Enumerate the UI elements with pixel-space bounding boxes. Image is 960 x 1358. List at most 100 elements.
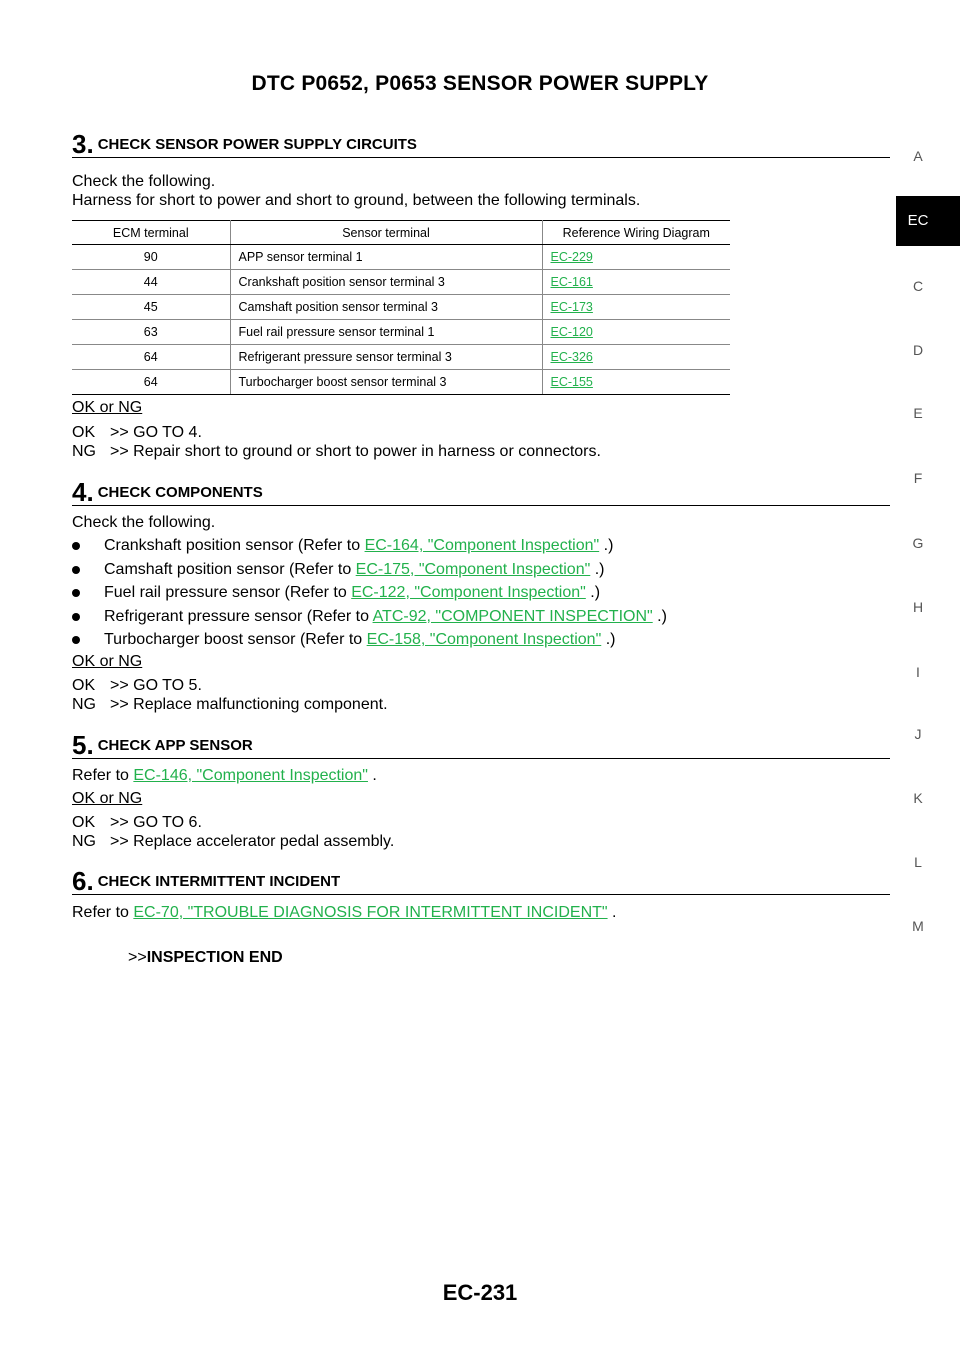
- wiring-diagram-link[interactable]: EC-161: [550, 275, 593, 289]
- ecm-terminal-cell: 63: [72, 319, 231, 345]
- inspection-link[interactable]: EC-164, "Component Inspection": [364, 537, 600, 554]
- ecm-terminal-cell: 64: [72, 369, 231, 395]
- bullet-icon: [72, 636, 80, 644]
- column-header: ECM terminal: [72, 220, 231, 245]
- index-letter-k[interactable]: K: [913, 790, 923, 806]
- terminal-table: ECM terminal Sensor terminal Reference W…: [72, 220, 730, 395]
- step-3-heading: 3. CHECK SENSOR POWER SUPPLY CIRCUITS: [72, 128, 890, 158]
- ng-action: >> Replace accelerator pedal assembly.: [110, 833, 395, 850]
- ecm-terminal-cell: 64: [72, 344, 231, 370]
- table-row: 90 APP sensor terminal 1 EC-229: [72, 244, 730, 270]
- ok-result: OK >> GO TO 4.: [72, 423, 202, 443]
- step-number: 4.: [72, 477, 94, 507]
- sensor-terminal-cell: Camshaft position sensor terminal 3: [230, 294, 543, 320]
- index-letter-i[interactable]: I: [916, 664, 920, 680]
- ecm-terminal-cell: 44: [72, 269, 231, 295]
- table-row: 64 Turbocharger boost sensor terminal 3 …: [72, 369, 730, 395]
- sensor-terminal-cell: APP sensor terminal 1: [230, 244, 543, 270]
- ok-action: >> GO TO 5.: [110, 677, 202, 694]
- inspection-end: >>INSPECTION END: [128, 949, 283, 966]
- table-row: 45 Camshaft position sensor terminal 3 E…: [72, 294, 730, 320]
- step-5-heading: 5. CHECK APP SENSOR: [72, 729, 890, 759]
- inspection-link[interactable]: ATC-92, "COMPONENT INSPECTION": [372, 607, 653, 625]
- index-letter-h[interactable]: H: [912, 599, 924, 615]
- ok-key: OK: [72, 677, 96, 694]
- column-header: Reference Wiring Diagram: [542, 220, 730, 245]
- inspection-link[interactable]: EC-175, "Component Inspection": [355, 560, 591, 578]
- sensor-terminal-cell: Crankshaft position sensor terminal 3: [230, 269, 543, 295]
- index-letter-ec-active[interactable]: EC: [896, 196, 960, 246]
- step-title: CHECK INTERMITTENT INCIDENT: [97, 873, 341, 890]
- ng-action: >> Repair short to ground or short to po…: [110, 443, 601, 460]
- bullet-icon: [72, 542, 80, 550]
- sensor-terminal-cell: Refrigerant pressure sensor terminal 3: [230, 344, 543, 370]
- wiring-diagram-link[interactable]: EC-326: [550, 350, 593, 364]
- intermittent-incident-link[interactable]: EC-70, "TROUBLE DIAGNOSIS FOR INTERMITTE…: [133, 904, 608, 921]
- page-number: EC-231: [442, 1280, 518, 1305]
- wiring-diagram-link[interactable]: EC-229: [550, 250, 593, 264]
- bullet-icon: [72, 589, 80, 597]
- page-title: DTC P0652, P0653 SENSOR POWER SUPPLY: [251, 72, 709, 95]
- table-row: 64 Refrigerant pressure sensor terminal …: [72, 344, 730, 370]
- step-6-heading: 6. CHECK INTERMITTENT INCIDENT: [72, 865, 890, 895]
- index-letter-c[interactable]: C: [912, 278, 924, 294]
- table-row: 63 Fuel rail pressure sensor terminal 1 …: [72, 319, 730, 345]
- step-number: 3.: [72, 129, 94, 159]
- step-3-description: Harness for short to power and short to …: [72, 192, 641, 209]
- ng-result: NG >> Repair short to ground or short to …: [72, 442, 601, 462]
- ok-or-ng-label: OK or NG: [72, 653, 143, 670]
- ng-key: NG: [72, 833, 96, 850]
- table-header-row: ECM terminal Sensor terminal Reference W…: [72, 220, 730, 245]
- ok-result: OK >> GO TO 5.: [72, 676, 202, 696]
- component-check-list: Crankshaft position sensor (Refer to EC-…: [72, 534, 667, 652]
- inspection-link[interactable]: EC-122, "Component Inspection": [351, 584, 586, 601]
- ng-result: NG >> Replace accelerator pedal assembly.: [72, 832, 394, 852]
- index-letter-e[interactable]: E: [913, 405, 923, 421]
- index-letter-d[interactable]: D: [912, 342, 924, 358]
- list-item: Turbocharger boost sensor (Refer to EC-1…: [72, 628, 667, 652]
- step-title: CHECK APP SENSOR: [97, 737, 253, 754]
- sensor-terminal-cell: Turbocharger boost sensor terminal 3: [230, 369, 543, 395]
- sensor-terminal-cell: Fuel rail pressure sensor terminal 1: [230, 319, 543, 345]
- ok-or-ng-label: OK or NG: [72, 399, 143, 416]
- index-letter-f[interactable]: F: [913, 470, 923, 486]
- index-letter-m[interactable]: M: [912, 918, 924, 934]
- list-item: Camshaft position sensor (Refer to EC-17…: [72, 558, 667, 582]
- ok-result: OK>> GO TO 6.: [72, 813, 202, 833]
- ok-action: >> GO TO 6.: [110, 814, 202, 831]
- bullet-icon: [72, 612, 80, 621]
- ng-action: >> Replace malfunctioning component.: [110, 696, 388, 713]
- section-index: A EC C D E F G H I J K L M: [896, 0, 960, 1358]
- index-letter-a[interactable]: A: [913, 148, 923, 164]
- ok-key: OK: [72, 424, 96, 441]
- wiring-diagram-link[interactable]: EC-155: [550, 375, 593, 389]
- inspection-link[interactable]: EC-146, "Component Inspection": [133, 767, 368, 784]
- step-4-heading: 4. CHECK COMPONENTS: [72, 476, 890, 506]
- step-number: 6.: [72, 866, 94, 896]
- ok-or-ng-label: OK or NG: [72, 790, 143, 807]
- wiring-diagram-link[interactable]: EC-173: [550, 300, 593, 314]
- index-letter-g[interactable]: G: [912, 535, 924, 551]
- inspection-link[interactable]: EC-158, "Component Inspection": [366, 631, 602, 648]
- step-title: CHECK COMPONENTS: [97, 484, 263, 501]
- step-title: CHECK SENSOR POWER SUPPLY CIRCUITS: [97, 136, 417, 153]
- step-number: 5.: [72, 730, 94, 760]
- list-item: Crankshaft position sensor (Refer to EC-…: [72, 534, 667, 558]
- ecm-terminal-cell: 45: [72, 294, 231, 320]
- step-6-reference: Refer to EC-70, "TROUBLE DIAGNOSIS FOR I…: [72, 904, 617, 921]
- step-3-instruction: Check the following.: [72, 173, 216, 190]
- step-5-reference: Refer to EC-146, "Component Inspection" …: [72, 767, 377, 784]
- ok-action: >> GO TO 4.: [110, 424, 202, 441]
- list-item: Refrigerant pressure sensor (Refer to AT…: [72, 605, 667, 629]
- column-header: Sensor terminal: [230, 220, 543, 245]
- ecm-terminal-cell: 90: [72, 244, 231, 270]
- wiring-diagram-link[interactable]: EC-120: [550, 325, 593, 339]
- bullet-icon: [72, 565, 80, 574]
- ng-key: NG: [72, 696, 96, 713]
- index-letter-l[interactable]: L: [914, 854, 922, 870]
- ng-key: NG: [72, 443, 96, 460]
- ng-result: NG >> Replace malfunctioning component.: [72, 695, 388, 715]
- list-item: Fuel rail pressure sensor (Refer to EC-1…: [72, 581, 667, 605]
- table-row: 44 Crankshaft position sensor terminal 3…: [72, 269, 730, 295]
- index-letter-j[interactable]: J: [914, 726, 922, 742]
